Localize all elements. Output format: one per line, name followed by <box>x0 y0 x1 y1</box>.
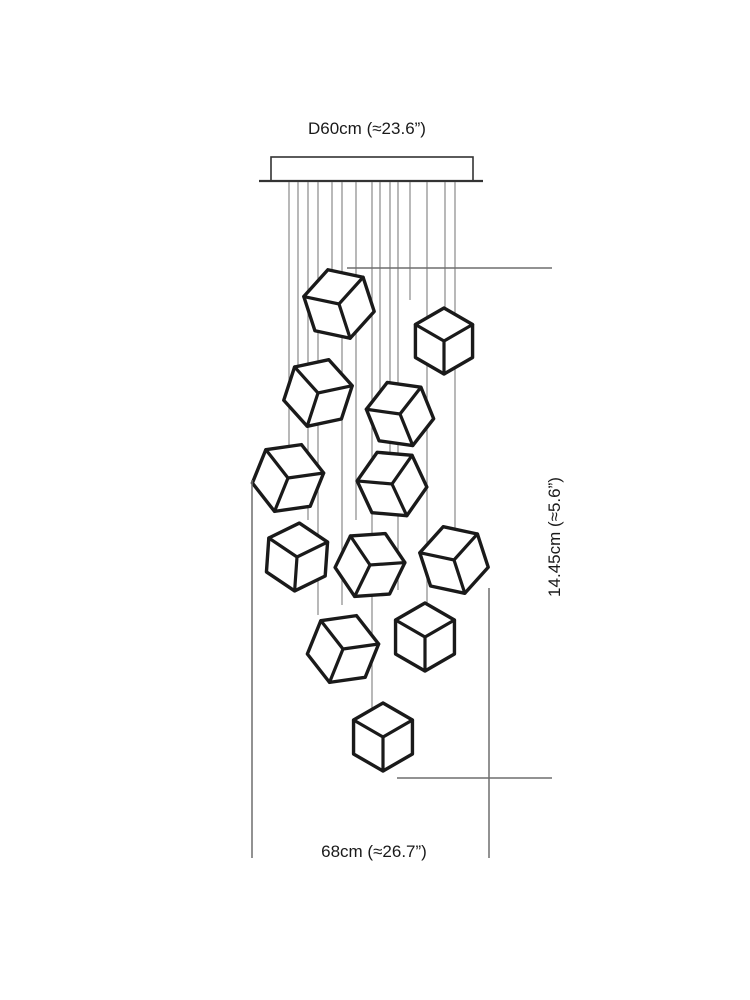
cube-shade <box>282 358 354 428</box>
cube-shade <box>355 450 429 518</box>
cube-shade <box>302 268 376 340</box>
cube-shade <box>351 701 415 773</box>
dimension-lines <box>251 267 552 858</box>
cube-height-label: 14.45cm (≈5.6”) <box>545 477 564 597</box>
cube-shade <box>305 613 381 685</box>
cube-shade <box>393 601 457 673</box>
cube-shade <box>250 442 326 514</box>
cube-shade <box>413 306 475 376</box>
ceiling-canopy <box>259 156 483 183</box>
canopy-diameter-label: D60cm (≈23.6”) <box>308 119 426 138</box>
cube-shade <box>364 380 436 448</box>
cube-shades <box>250 268 490 773</box>
cube-shade <box>333 531 407 599</box>
cube-shade <box>418 525 490 595</box>
overall-drop-label: 68cm (≈26.7”) <box>321 842 427 861</box>
cube-shade <box>264 521 330 593</box>
